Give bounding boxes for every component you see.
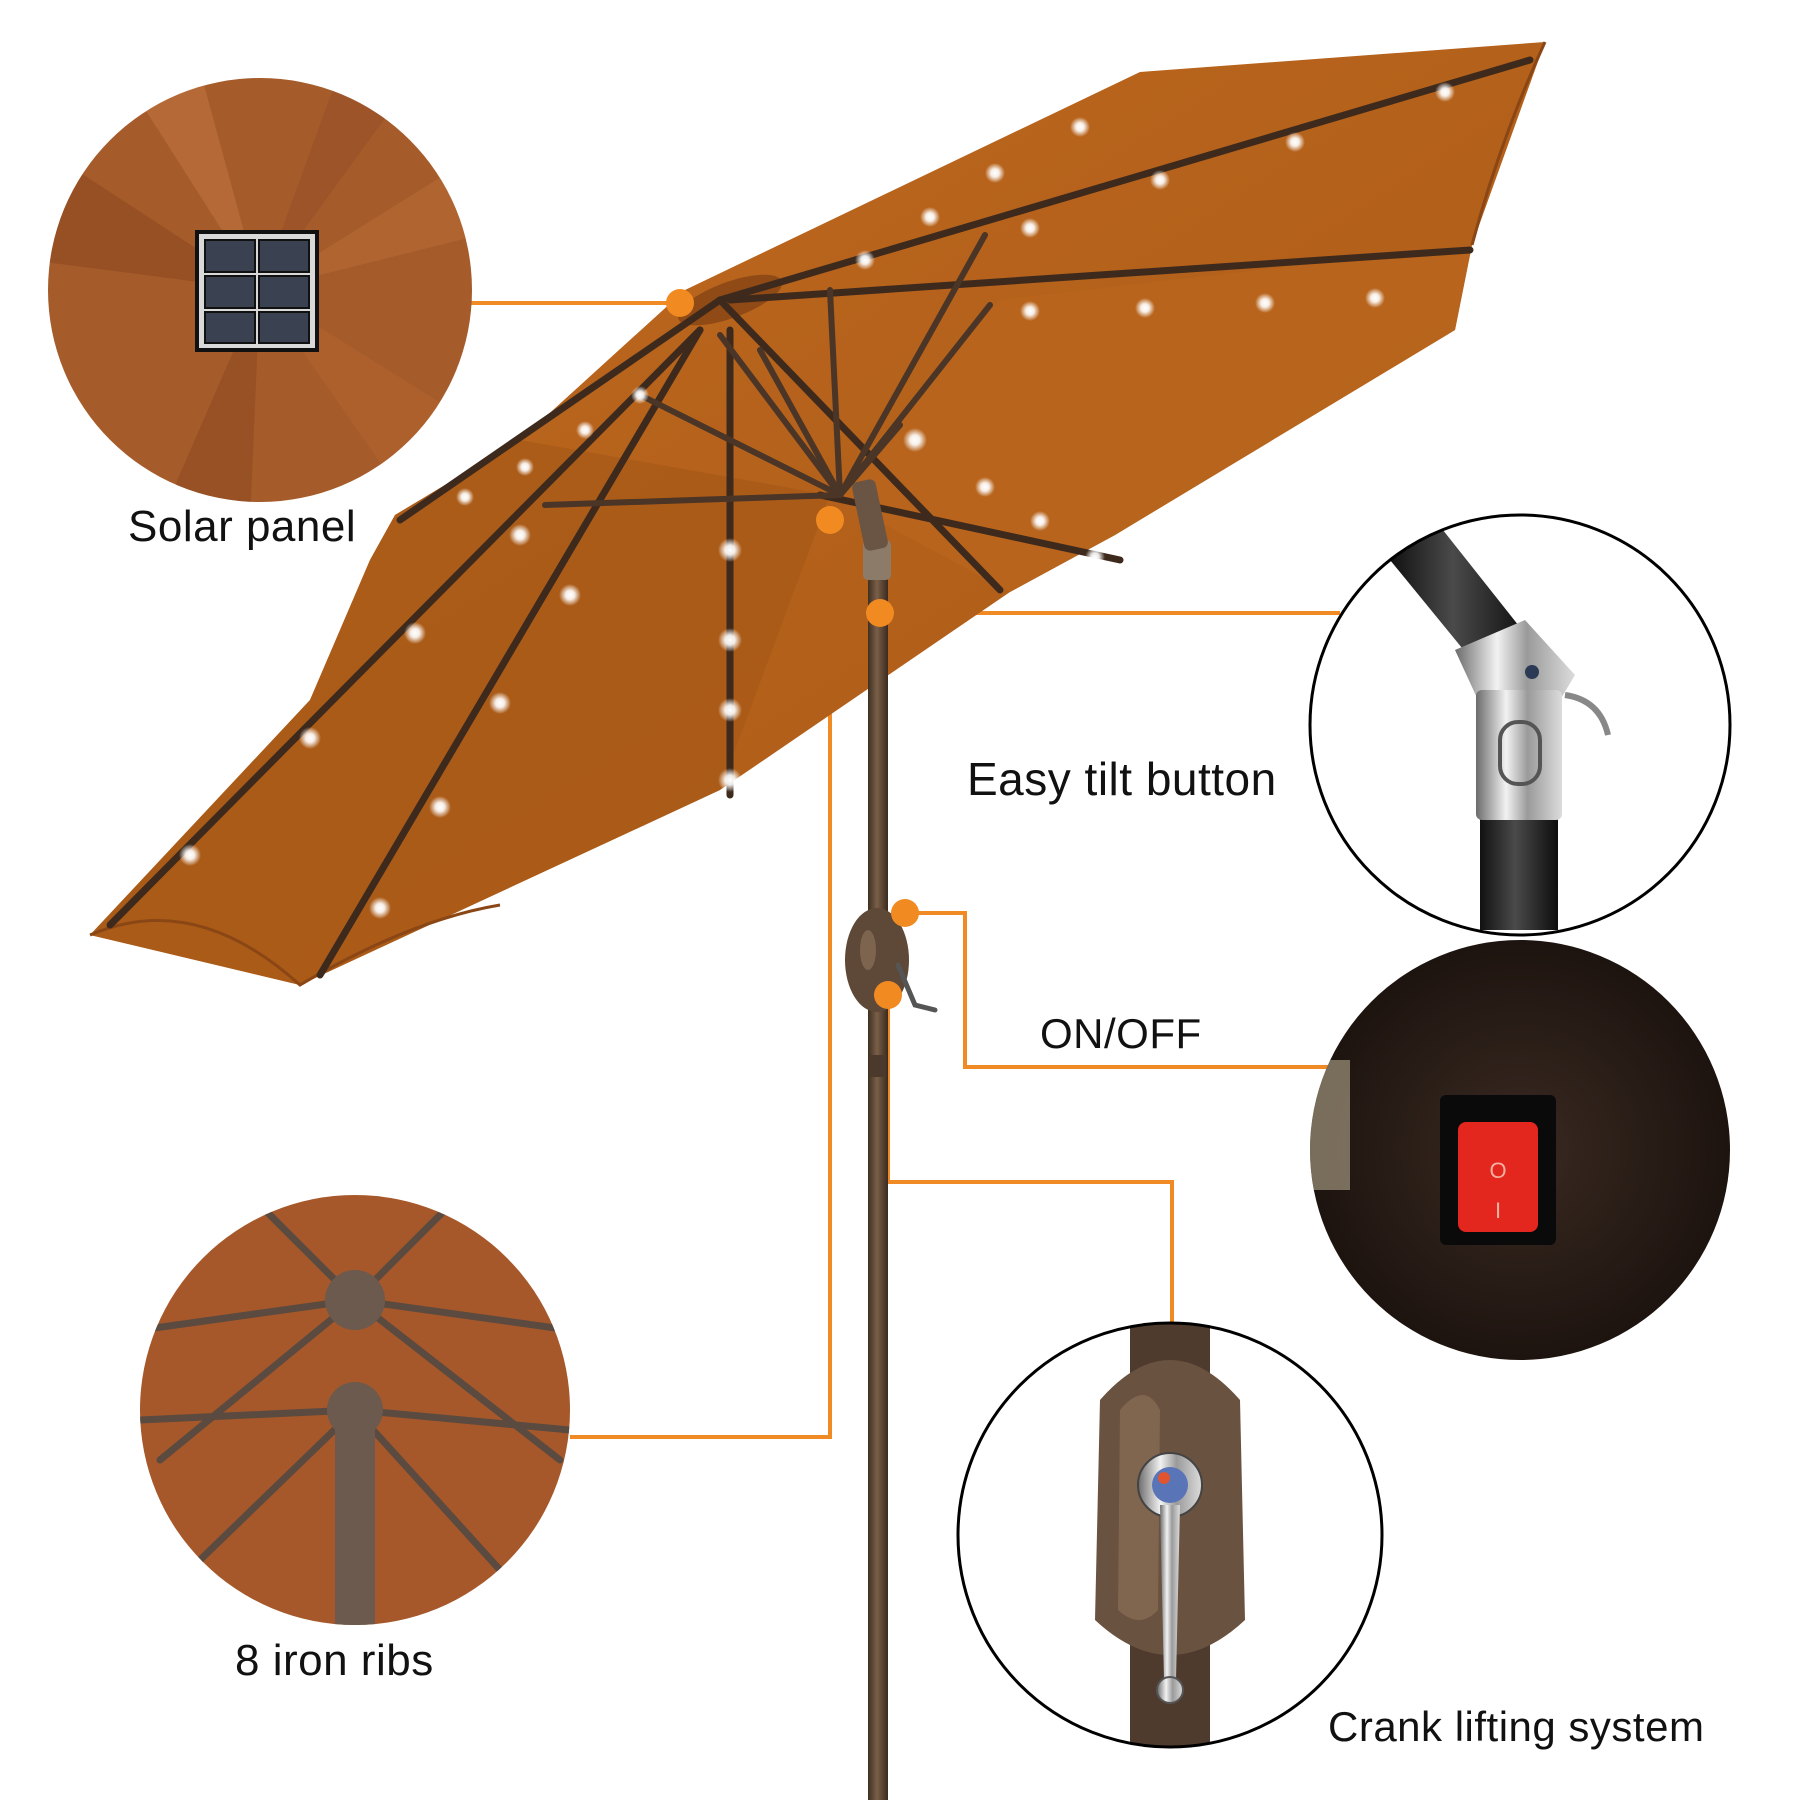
crank-detail-frame: [956, 1321, 1384, 1749]
crank-lifting-label: Crank lifting system: [1328, 1703, 1705, 1750]
switch-callout-line: [905, 911, 1330, 1069]
easy-tilt-button-label: Easy tilt button: [967, 753, 1277, 805]
iron-ribs-label: 8 iron ribs: [235, 1636, 434, 1685]
crank-detail: [958, 1323, 1382, 1747]
rib: [106, 326, 704, 929]
switch-off-mark: O: [1489, 1158, 1506, 1183]
tilt-button-icon: [1498, 720, 1542, 786]
tilt-detail-frame: [1308, 513, 1732, 937]
canopy-underside-panel: [830, 245, 1472, 592]
switch-callout-dot: [891, 899, 919, 927]
crank-callout-dot: [874, 981, 902, 1009]
tilt-button-detail: [1310, 515, 1730, 935]
umbrella-stretchers: [542, 232, 993, 508]
rib: [716, 296, 1004, 594]
callout-dots: [666, 289, 919, 1009]
on-off-label: ON/OFF: [1040, 1010, 1202, 1057]
solar-panel-label: Solar panel: [128, 502, 357, 551]
rib: [726, 246, 1474, 304]
ribs-callout-line: [570, 522, 832, 1439]
switch-on-mark: I: [1495, 1198, 1501, 1223]
power-switch: [1458, 1122, 1538, 1232]
canopy-underside-panel: [90, 440, 830, 985]
led-lights: [179, 82, 1455, 919]
ribs-callout-dot: [816, 506, 844, 534]
rib: [316, 326, 704, 979]
crank-handle-icon: [1160, 1505, 1180, 1680]
rib: [396, 296, 724, 524]
solar-callout-dot: [666, 289, 694, 317]
solar-panel-detail: [48, 78, 472, 502]
ribs-detail: [140, 1195, 570, 1625]
switch-detail: O I: [1310, 940, 1730, 1360]
tilt-callout-dot: [866, 599, 894, 627]
